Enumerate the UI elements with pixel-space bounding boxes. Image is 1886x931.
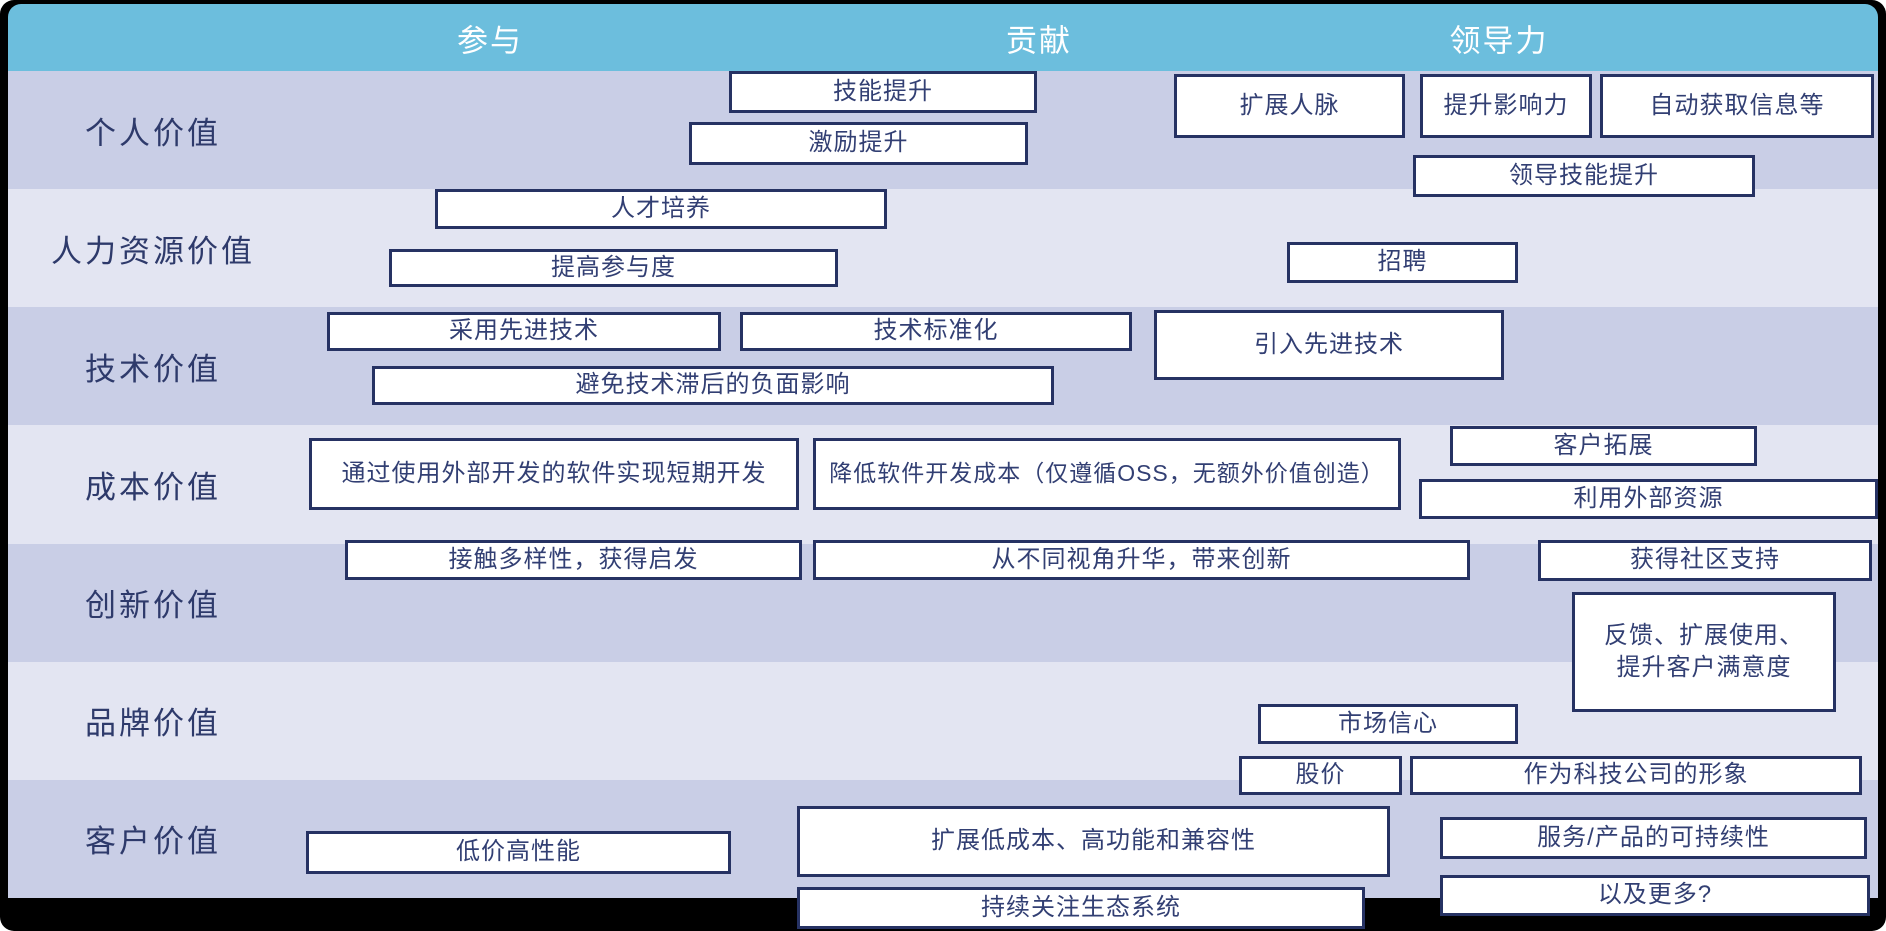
value-box: 激励提升 — [689, 122, 1028, 165]
value-box: 扩展低成本、高功能和兼容性 — [797, 806, 1390, 877]
value-box: 低价高性能 — [306, 831, 731, 874]
row-label: 创新价值 — [85, 588, 221, 624]
value-box: 技能提升 — [729, 71, 1037, 113]
value-box: 股价 — [1239, 756, 1402, 795]
value-box: 避免技术滞后的负面影响 — [372, 366, 1054, 405]
column-header-leadership: 领导力 — [1449, 23, 1549, 58]
row-label: 技术价值 — [85, 351, 221, 387]
value-box: 服务/产品的可持续性 — [1440, 817, 1867, 859]
value-box: 客户拓展 — [1450, 426, 1757, 466]
row-label: 个人价值 — [85, 115, 221, 151]
value-box: 技术标准化 — [740, 312, 1132, 351]
value-box: 持续关注生态系统 — [797, 887, 1365, 929]
value-box: 通过使用外部开发的软件实现短期开发 — [309, 438, 799, 510]
value-box: 从不同视角升华，带来创新 — [813, 540, 1470, 580]
value-box: 人才培养 — [435, 189, 887, 229]
value-box: 招聘 — [1287, 242, 1518, 283]
value-box: 引入先进技术 — [1154, 310, 1504, 380]
column-header-bar: 参与 贡献 领导力 — [8, 4, 1878, 71]
value-box: 以及更多? — [1440, 875, 1870, 916]
value-box: 反馈、扩展使用、 提升客户满意度 — [1572, 592, 1836, 712]
row-hr-value: 人力资源价值 — [8, 189, 1878, 308]
value-box: 市场信心 — [1258, 704, 1518, 744]
value-box: 降低软件开发成本（仅遵循OSS，无额外价值创造） — [813, 438, 1401, 510]
value-box: 获得社区支持 — [1538, 540, 1872, 581]
value-box: 提升影响力 — [1420, 74, 1592, 138]
row-label: 品牌价值 — [85, 706, 221, 742]
value-box: 作为科技公司的形象 — [1410, 756, 1862, 795]
value-box: 利用外部资源 — [1419, 479, 1878, 519]
value-box: 接触多样性，获得启发 — [345, 540, 802, 580]
value-box: 扩展人脉 — [1174, 74, 1405, 138]
column-header-participation: 参与 — [457, 23, 523, 58]
value-box: 采用先进技术 — [327, 312, 721, 351]
value-box: 自动获取信息等 — [1600, 74, 1874, 138]
column-header-contribution: 贡献 — [1006, 23, 1072, 58]
row-label: 成本价值 — [85, 469, 221, 505]
row-label: 客户价值 — [85, 824, 221, 860]
value-box: 提高参与度 — [389, 249, 838, 287]
value-box: 领导技能提升 — [1413, 155, 1755, 197]
row-label: 人力资源价值 — [51, 233, 255, 269]
